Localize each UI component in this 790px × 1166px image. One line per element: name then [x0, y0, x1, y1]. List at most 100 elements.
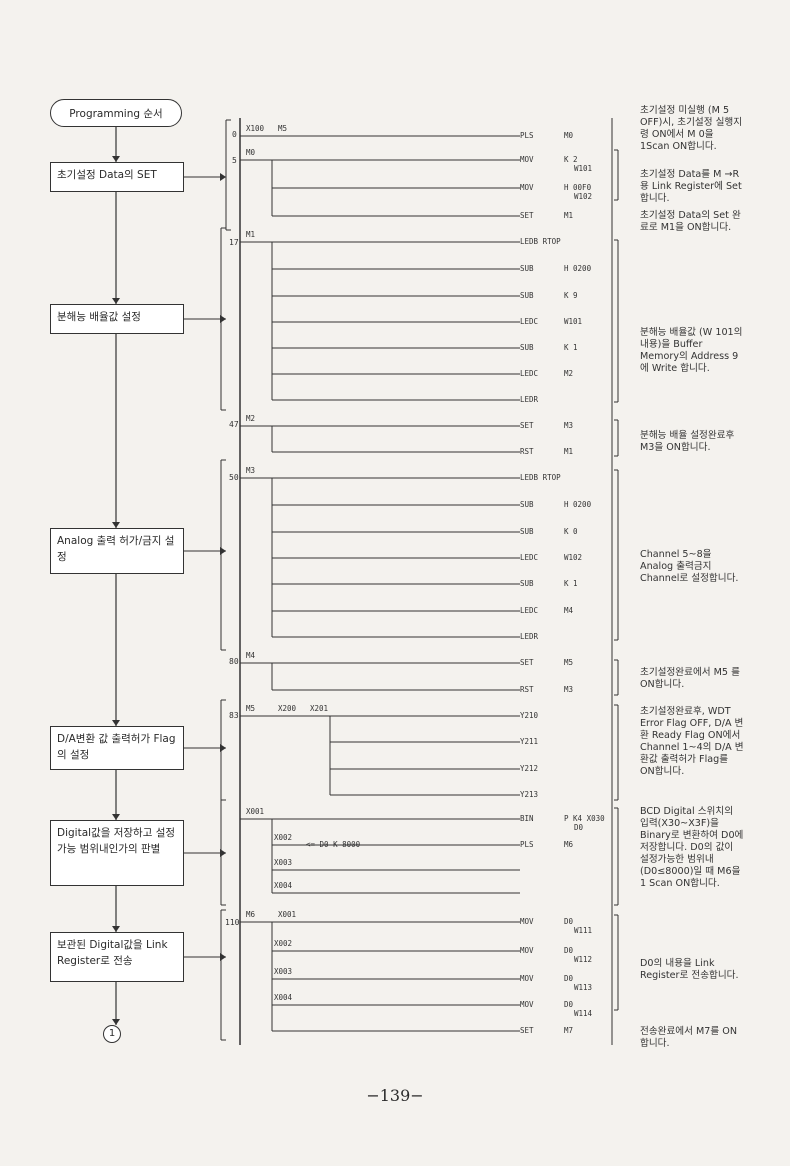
flow-arrow	[112, 156, 120, 162]
step-number: 50	[229, 473, 239, 482]
note-6: Channel 5~8을 Analog 출력금지 Channel로 설정합니다.	[640, 549, 739, 584]
contact-label: X201	[310, 704, 329, 713]
flow-start: Programming 순서	[50, 99, 182, 127]
instruction: SET	[520, 211, 534, 220]
operand: M3	[564, 685, 574, 694]
contact-label: M5	[246, 704, 256, 713]
page-number: −139−	[366, 1086, 424, 1105]
step-number: 5	[232, 156, 237, 165]
note-11: 전송완료에서 M7를 ON합니다.	[640, 1026, 737, 1049]
operand: M2	[564, 369, 574, 378]
instruction: MOV	[520, 155, 534, 164]
flow-arrow	[112, 522, 120, 528]
contact-label: M2	[246, 414, 256, 423]
instruction: SUB	[520, 291, 534, 300]
instruction: BIN	[520, 814, 534, 823]
step-number: 110	[225, 918, 240, 927]
operand: W102	[574, 192, 593, 201]
instruction: Y211	[520, 737, 539, 746]
operand: K 1	[564, 579, 578, 588]
operand: M7	[564, 1026, 574, 1035]
instruction: SUB	[520, 527, 534, 536]
contact-label: X100	[246, 124, 265, 133]
instruction: LEDR	[520, 395, 539, 404]
instruction: PLS	[520, 131, 534, 140]
instruction: MOV	[520, 917, 534, 926]
note-10: D0의 내용을 Link Register로 전송합니다.	[640, 958, 739, 981]
operand: D0	[564, 974, 574, 983]
operand: M1	[564, 447, 574, 456]
instruction: SET	[520, 1026, 534, 1035]
operand: W111	[574, 926, 593, 935]
instruction: LEDC	[520, 606, 539, 615]
operand: M3	[564, 421, 574, 430]
operand: K 2	[564, 155, 578, 164]
operand: M6	[564, 840, 574, 849]
contact-label: M0	[246, 148, 256, 157]
contact-label: X002	[274, 833, 293, 842]
operand: M5	[564, 658, 574, 667]
step-number: 17	[229, 238, 239, 247]
instruction: Y212	[520, 764, 539, 773]
flow-arrow	[112, 926, 120, 932]
note-8: 초기설정완료후, WDT Error Flag OFF, D/A 변환 Read…	[640, 706, 744, 777]
operand: M0	[564, 131, 574, 140]
instruction: LEDC	[520, 553, 539, 562]
note-1: 초기설정 미실행 (M 5 OFF)시, 초기설정 실행지령 ON에서 M 0을…	[640, 105, 743, 152]
step-number: 0	[232, 130, 237, 139]
compare-instruction: <= D0 K 8000	[306, 840, 361, 849]
contact-label: M5	[278, 124, 288, 133]
instruction: RST	[520, 447, 534, 456]
contact-label: X004	[274, 881, 293, 890]
flow-step-2: 분해능 배율값 설정	[50, 304, 184, 334]
instruction: Y213	[520, 790, 539, 799]
operand: D0	[564, 1000, 574, 1009]
instruction: MOV	[520, 974, 534, 983]
flow-arrow	[112, 1019, 120, 1025]
operand: M1	[564, 211, 574, 220]
instruction: SET	[520, 421, 534, 430]
contact-label: M3	[246, 466, 256, 475]
operand: D0	[564, 946, 574, 955]
instruction: MOV	[520, 183, 534, 192]
instruction: SUB	[520, 579, 534, 588]
flow-arrow	[112, 298, 120, 304]
operand: W112	[574, 955, 593, 964]
note-9: BCD Digital 스위치의 입력(X30~X3F)을 Binary로 변환…	[640, 806, 744, 889]
flow-step-3: Analog 출력 허가/금지 설정	[50, 528, 184, 574]
operand: M4	[564, 606, 574, 615]
operand: W114	[574, 1009, 593, 1018]
instruction: MOV	[520, 1000, 534, 1009]
note-4: 분해능 배율값 (W 101의 내용)을 Buffer Memory의 Addr…	[640, 327, 743, 374]
note-7: 초기설정완료에서 M5 를 ON합니다.	[640, 667, 740, 690]
contact-label: X004	[274, 993, 293, 1002]
operand: W101	[574, 164, 593, 173]
contact-label: X003	[274, 967, 293, 976]
connector-1: 1	[103, 1025, 121, 1043]
instruction: Y210	[520, 711, 539, 720]
instruction: LEDC	[520, 317, 539, 326]
step-number: 47	[229, 420, 239, 429]
step-number: 80	[229, 657, 239, 666]
flow-arrow	[112, 720, 120, 726]
contact-label: M4	[246, 651, 256, 660]
operand: H 0200	[564, 264, 592, 273]
instruction: MOV	[520, 946, 534, 955]
operand: W101	[564, 317, 583, 326]
contact-label: X002	[274, 939, 293, 948]
contact-label: X001	[278, 910, 297, 919]
operand: P K4 X030	[564, 814, 605, 823]
note-5: 분해능 배율 설정완료후 M3을 ON합니다.	[640, 430, 735, 453]
instruction: SET	[520, 658, 534, 667]
operand: W102	[564, 553, 583, 562]
contact-label: M6	[246, 910, 256, 919]
step-number: 83	[229, 711, 239, 720]
flow-step-5: Digital값을 저장하고 설정가능 범위내인가의 판별	[50, 820, 184, 886]
flow-step-1: 초기설정 Data의 SET	[50, 162, 184, 192]
contact-label: X003	[274, 858, 293, 867]
operand: K 9	[564, 291, 578, 300]
contact-label: M1	[246, 230, 256, 239]
instruction: LEDB RTOP	[520, 237, 561, 246]
